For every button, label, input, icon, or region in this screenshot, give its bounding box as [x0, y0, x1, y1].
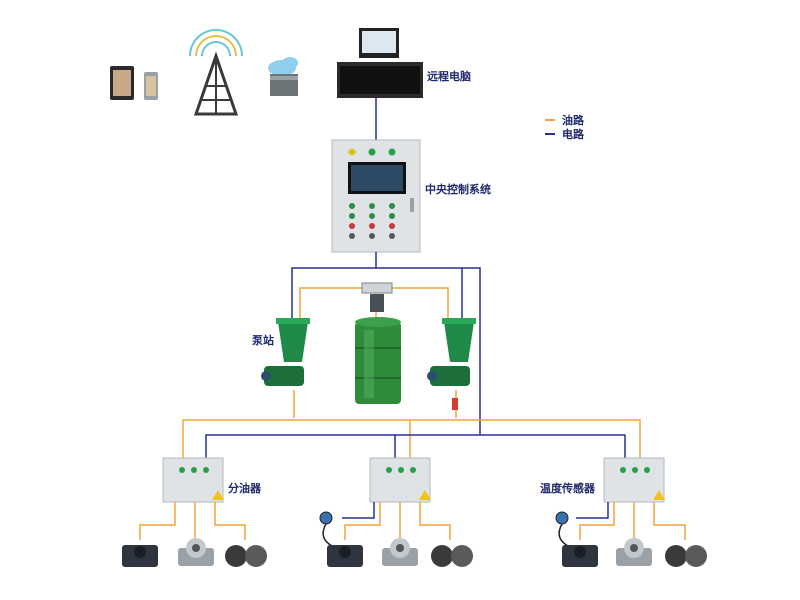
- phone-icon: [144, 72, 158, 100]
- oil-distribution-main: [182, 419, 641, 458]
- remote-computer-icon: [337, 28, 423, 98]
- legend-power-label: 电路: [562, 127, 585, 141]
- temp-sensor-icon-right: [555, 511, 569, 547]
- temp-sensor-label: 温度传感器: [540, 481, 596, 495]
- power-distribution-main: [205, 434, 626, 458]
- valve-icon: [361, 282, 393, 312]
- distributor-box-right: [603, 457, 665, 503]
- remote-pc-label: 远程电脑: [427, 69, 471, 83]
- oil-branches: [139, 502, 686, 540]
- temp-sensor-icon-middle: [319, 511, 333, 547]
- pump-left: [261, 318, 310, 386]
- distributor-box-middle: [369, 457, 431, 503]
- distributor-label: 分油器: [228, 481, 262, 495]
- central-control-label: 中央控制系统: [425, 182, 491, 196]
- bearing-row-left: [122, 538, 267, 567]
- bearing-row-right: [562, 538, 707, 567]
- tablet-icon: [110, 66, 134, 100]
- oil-barrel: [355, 317, 401, 404]
- control-cabinet: [331, 139, 421, 253]
- sensor-power-branches: [342, 502, 609, 519]
- legend-oil-label: 油路: [562, 113, 585, 127]
- pump-station-label: 泵站: [252, 333, 274, 347]
- bearing-row-middle: [327, 538, 473, 567]
- pump-right: [427, 318, 476, 410]
- distributor-box-left: [162, 457, 224, 503]
- wifi-tower-icon: [189, 29, 243, 116]
- cloud-server-icon: [268, 57, 298, 96]
